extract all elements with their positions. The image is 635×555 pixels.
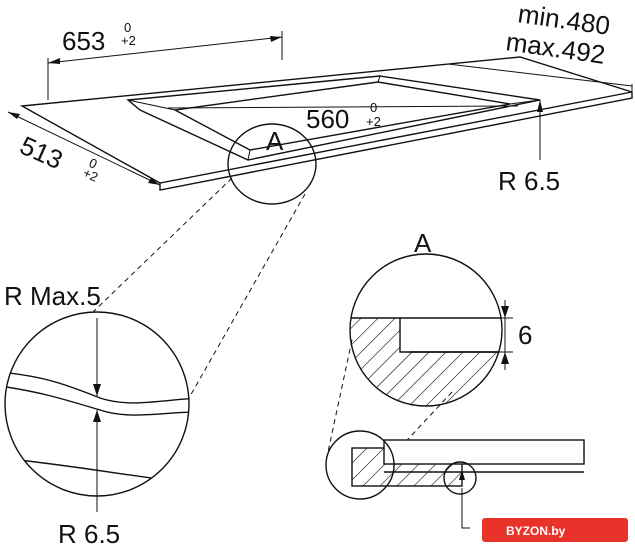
detail-a-circle (227, 123, 317, 205)
label-r65-top: R 6.5 (498, 166, 560, 196)
dim-653-tol-low: +2 (121, 33, 136, 48)
dim-560-tol-up: 0 (370, 100, 377, 115)
dim-560-tol-low: +2 (366, 114, 381, 129)
watermark-text: BYZON.by (506, 524, 566, 538)
worktop-plan: 653 0 +2 513 0 +2 560 0 +2 min.480 max.4… (7, 0, 633, 205)
small-section (325, 430, 585, 529)
zoom-detail: R Max.5 R 6.5 (4, 281, 190, 549)
dim-560: 560 (306, 104, 349, 134)
label-r-max5: R Max.5 (4, 281, 101, 311)
watermark-badge: BYZON.by (482, 518, 628, 542)
label-r65-bottom: R 6.5 (58, 519, 120, 549)
label-depth-6: 6 (518, 320, 532, 350)
cutout-outline (126, 75, 541, 161)
section-a-title: A (414, 228, 432, 258)
dim-513-tol-low: +2 (81, 165, 101, 185)
detail-a-marker: A (266, 126, 284, 156)
section-a: A 6 (349, 228, 532, 407)
dim-653: 653 (62, 26, 105, 56)
dim-653-tol-up: 0 (124, 20, 131, 35)
